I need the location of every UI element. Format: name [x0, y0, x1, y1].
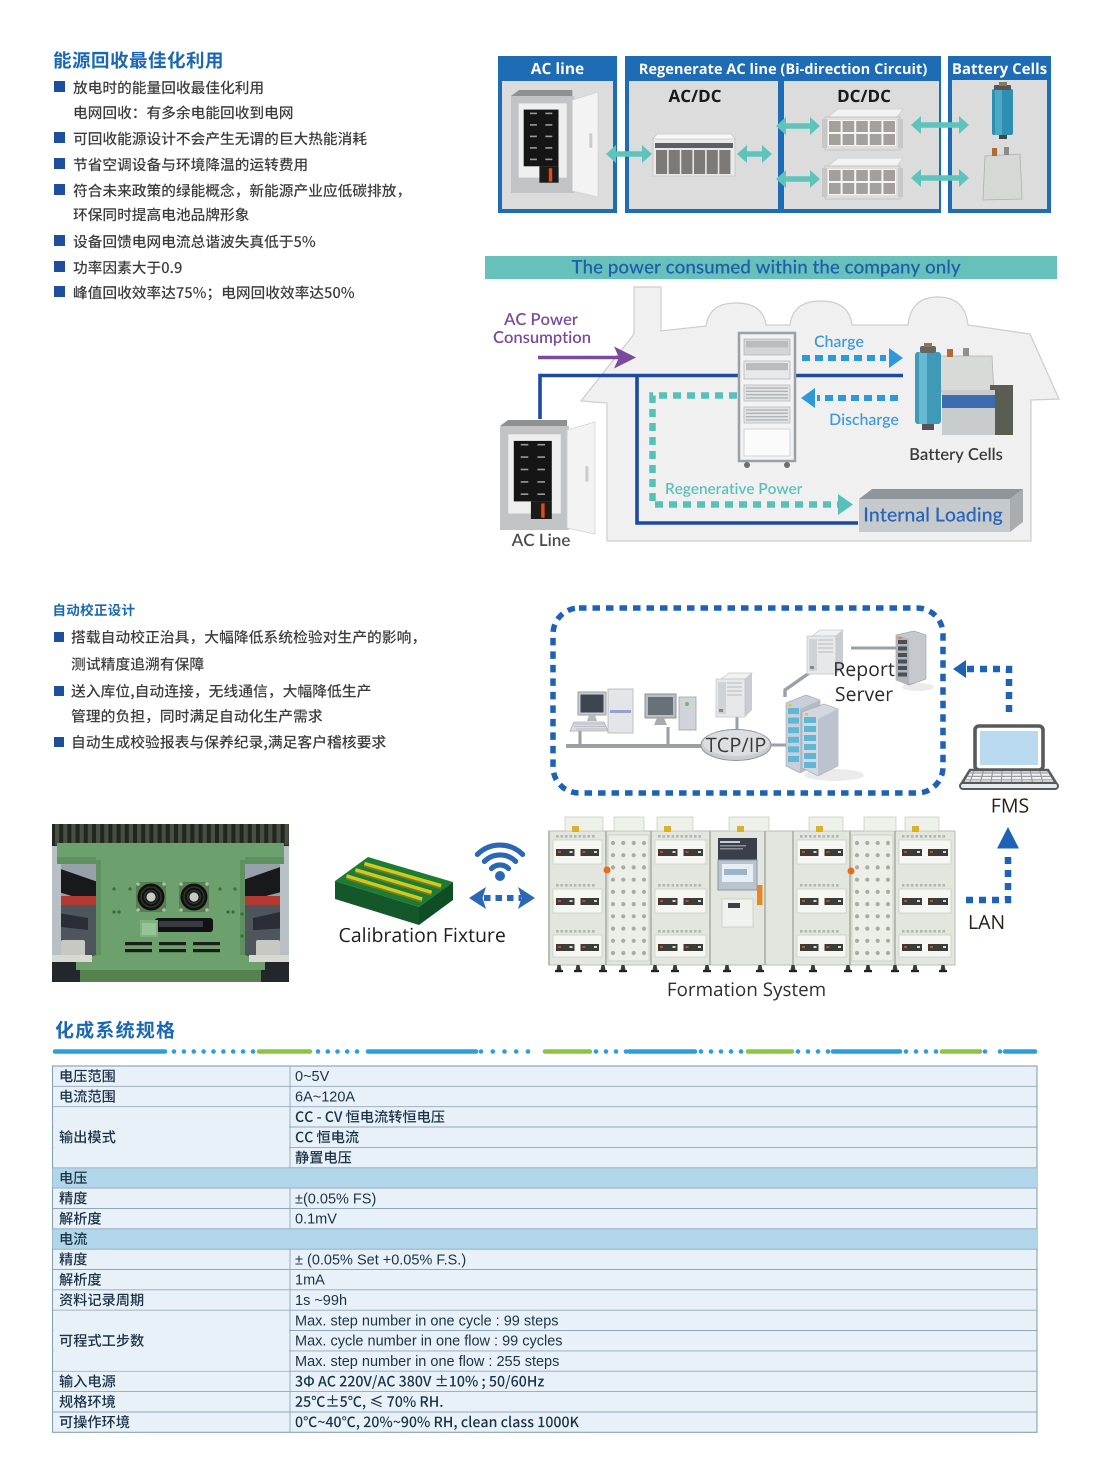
svg-text:1s ~99h: 1s ~99h [295, 1293, 347, 1309]
svg-text:Max. cycle number in one flow: Max. cycle number in one flow : 99 cycle… [295, 1334, 563, 1350]
svg-text:± (0.05% Set +0.05% F.S.): ± (0.05% Set +0.05% F.S.) [295, 1252, 466, 1268]
svg-text:1mA: 1mA [295, 1273, 325, 1289]
svg-text:0~5V: 0~5V [295, 1069, 330, 1085]
svg-text:6A~120A: 6A~120A [295, 1090, 355, 1106]
svg-text:0.1mV: 0.1mV [295, 1212, 337, 1228]
svg-text:±(0.05% FS): ±(0.05% FS) [295, 1191, 376, 1207]
svg-text:Max. step number in one cycle: Max. step number in one cycle : 99 steps [295, 1313, 559, 1329]
svg-text:Max. step number in one flow :: Max. step number in one flow : 255 steps [295, 1354, 559, 1370]
